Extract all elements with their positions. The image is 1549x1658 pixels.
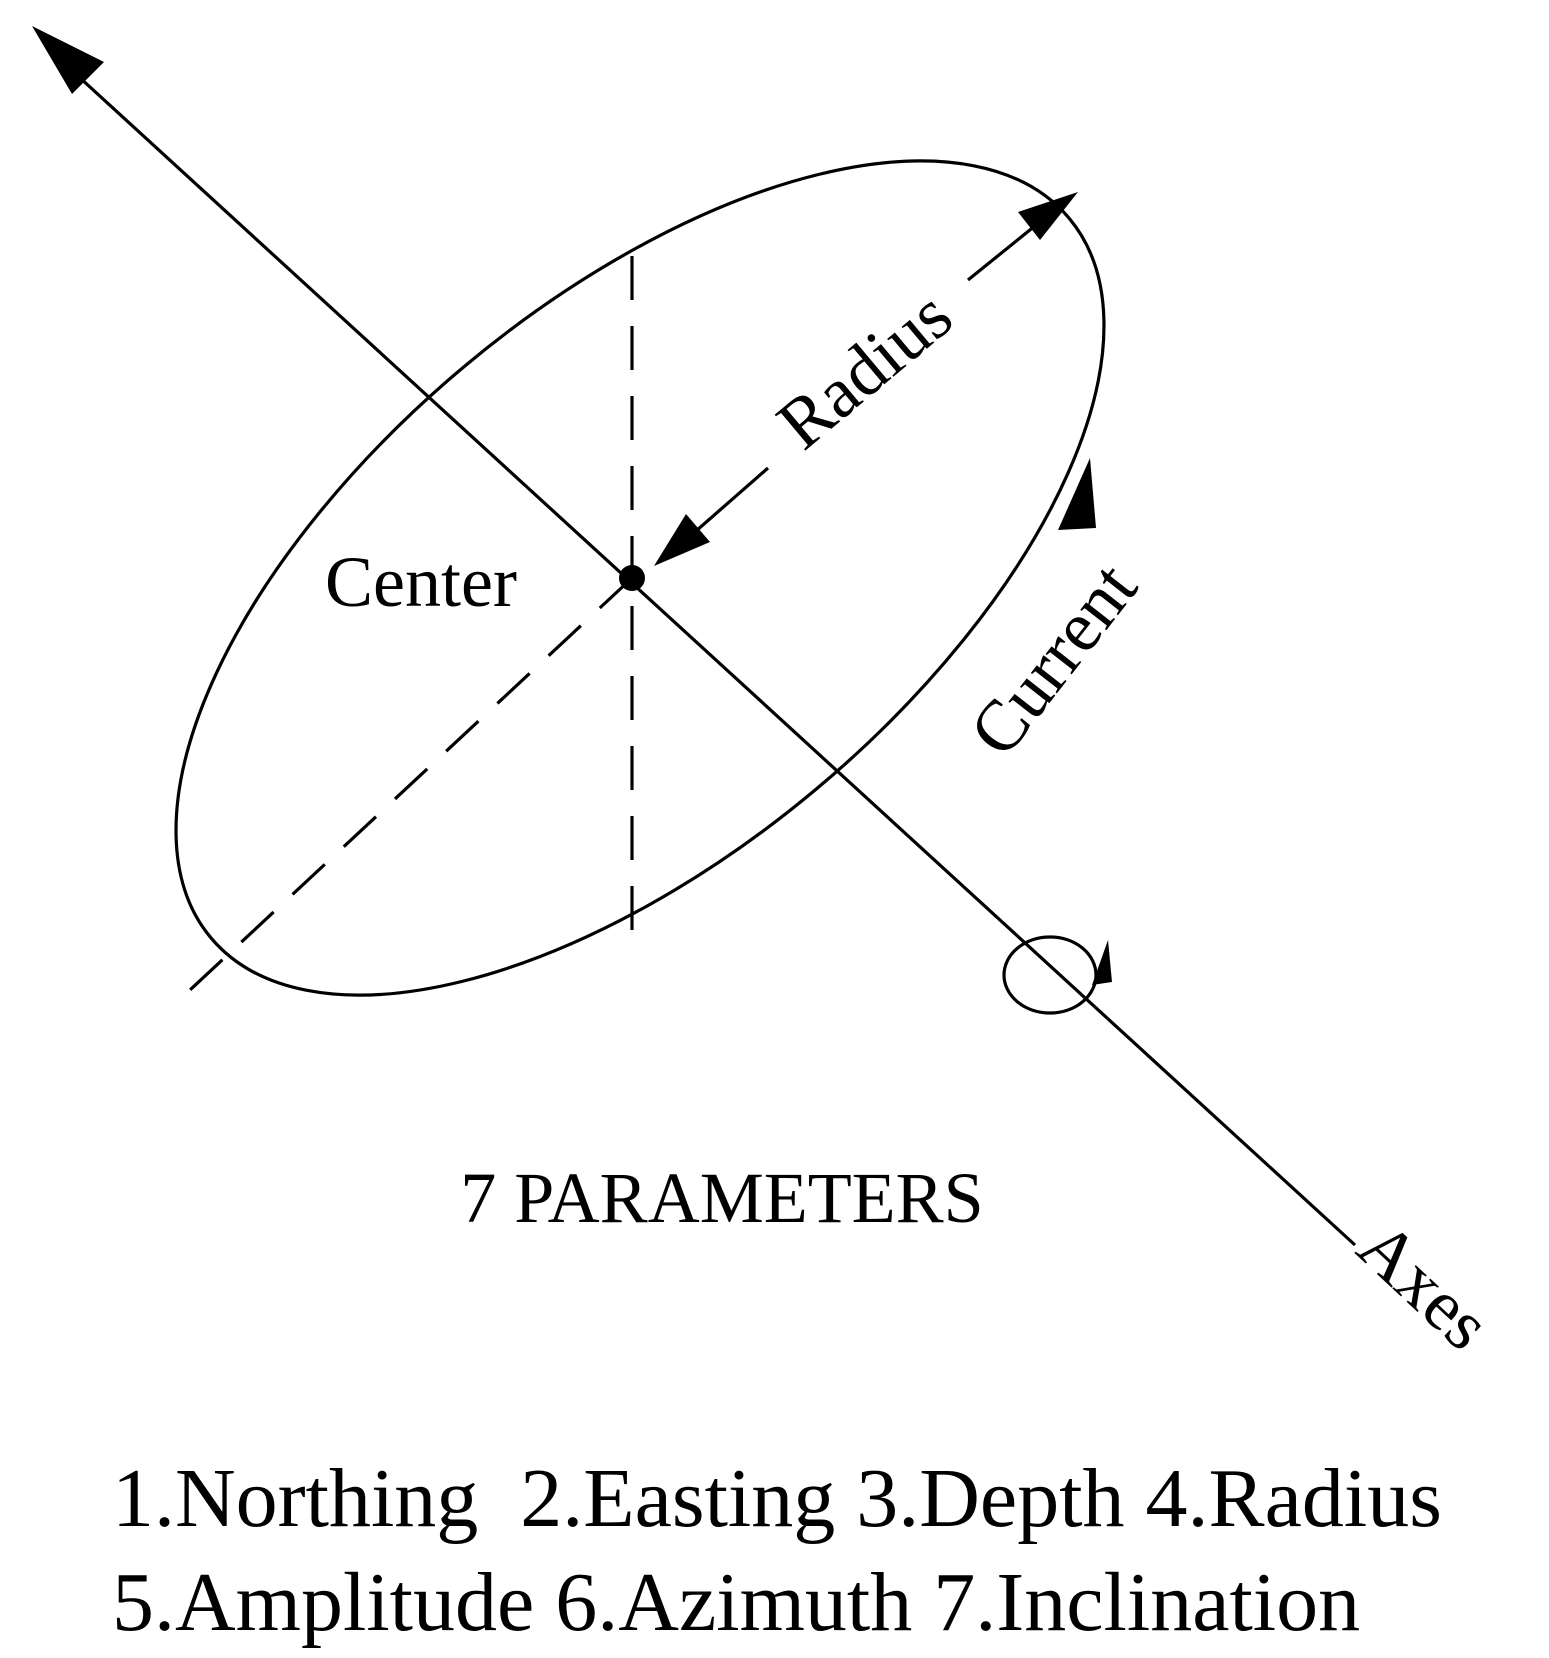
current-arrowhead — [1058, 458, 1096, 530]
radius-arrowhead-lower — [654, 514, 710, 566]
rotation-arrowhead — [1092, 940, 1112, 985]
radius-label: Radius — [762, 275, 967, 465]
current-label: Current — [954, 548, 1152, 771]
horizontal-dashed-line — [188, 576, 634, 992]
center-point — [619, 565, 645, 591]
axis-arrowhead — [32, 26, 104, 94]
diagram-title: 7 PARAMETERS — [460, 1158, 983, 1238]
axis-line — [53, 53, 1357, 1247]
current-loop-ellipse — [174, 159, 1106, 997]
parameters-line-2: 5.Amplitude 6.Azimuth 7.Inclination — [112, 1556, 1360, 1649]
parameters-line-1: 1.Northing 2.Easting 3.Depth 4.Radius — [112, 1452, 1442, 1545]
center-label: Center — [325, 542, 517, 622]
axes-label: Axes — [1343, 1206, 1506, 1365]
radius-arrowhead-upper — [1018, 192, 1078, 240]
rotation-loop — [1002, 935, 1098, 1015]
